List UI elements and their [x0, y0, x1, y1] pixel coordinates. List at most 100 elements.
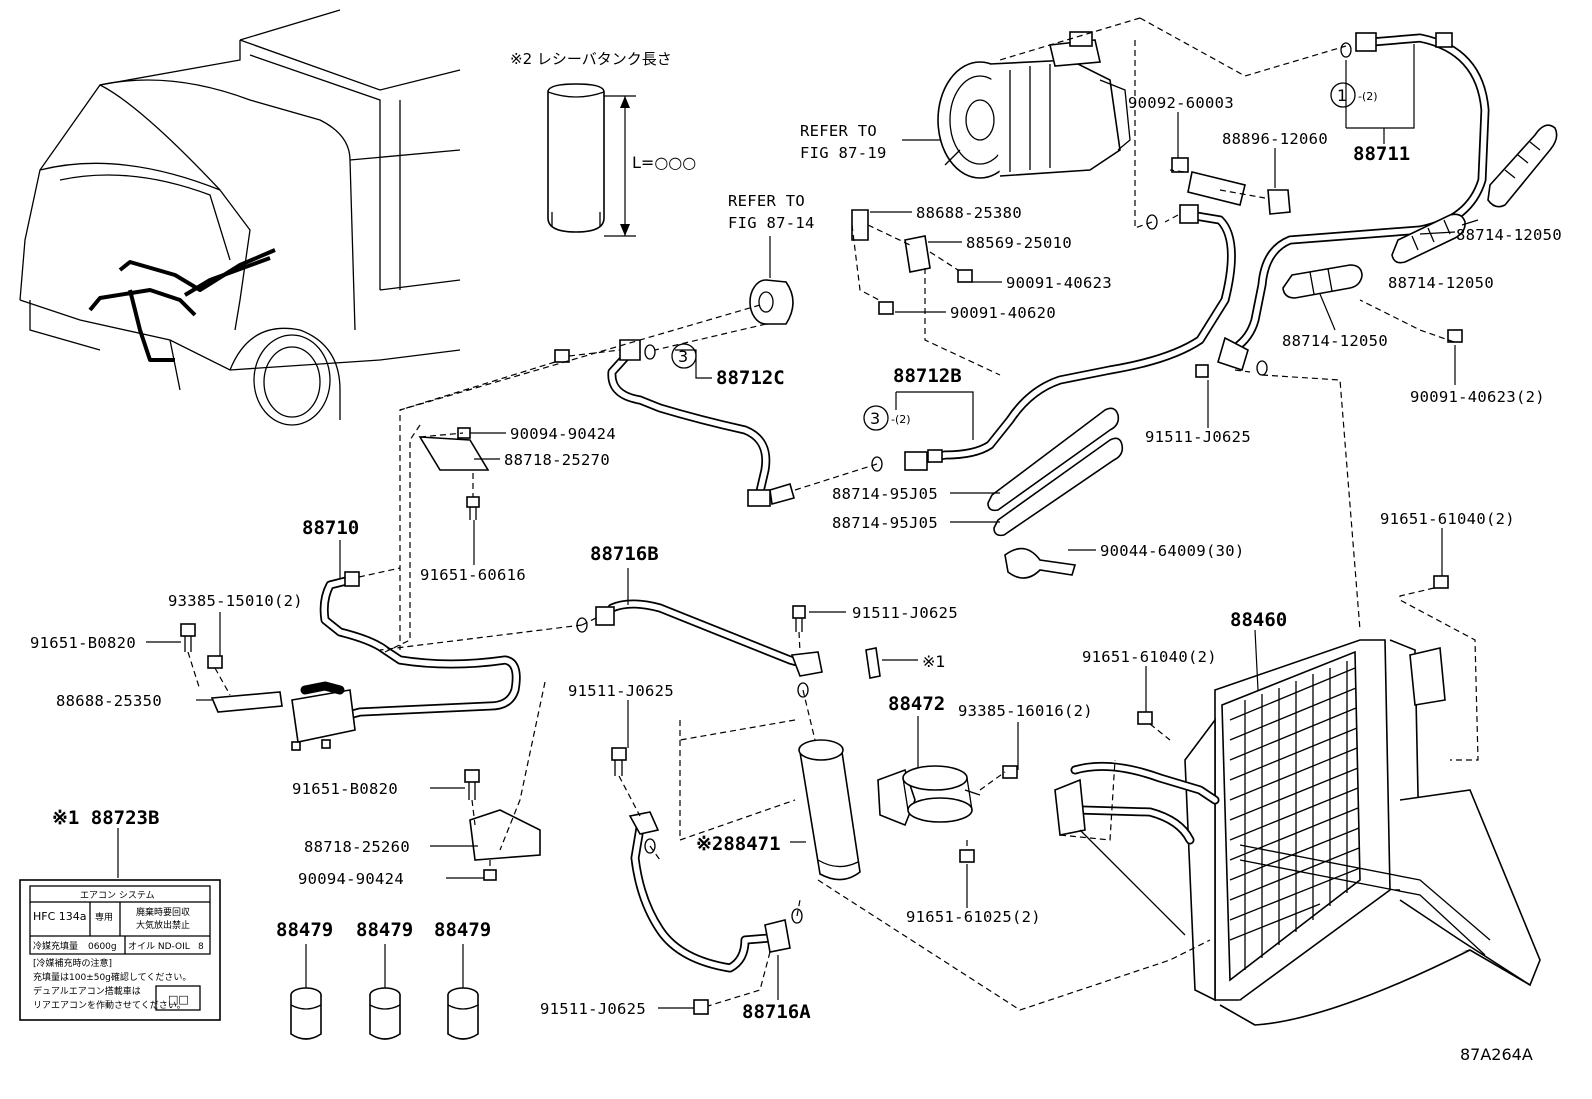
bracket-88688-25350 [210, 691, 283, 713]
bolt-91651-60616 [466, 496, 480, 520]
caution-oil-value: 8 [198, 942, 204, 952]
circle-mark-3a-text: 3 [678, 347, 688, 366]
caps-88479 [290, 944, 479, 1040]
label-90091-40620: 90091-40620 [950, 304, 1056, 322]
caution-charge-value: 0600g [88, 942, 117, 952]
refer-compressor-line1: REFER TO [800, 122, 877, 140]
label-91651-61025-2: 91651-61025(2) [906, 908, 1041, 926]
sleeve-88714-95J05-b [993, 437, 1124, 537]
label-90092-60003: 90092-60003 [1128, 94, 1234, 112]
bolt-91511-a [1195, 364, 1209, 378]
figure-code: 87A264A [1460, 1045, 1533, 1064]
bolt-91511-d [693, 999, 709, 1015]
label-91651-61040-2-a: 91651-61040(2) [1082, 648, 1217, 666]
caution-disposal-1: 廃棄時要回収 [136, 906, 190, 918]
pipe-88710 [291, 571, 521, 751]
receiver-note-title: ※2 レシーバタンク長さ [510, 50, 672, 68]
tie-90044 [1004, 547, 1077, 579]
label-90091-40623-2: 90091-40623(2) [1410, 388, 1545, 406]
caution-refrigerant: HFC 134a [33, 910, 87, 923]
sleeve-88714-95J05-a [987, 407, 1120, 512]
label-88688-25380: 88688-25380 [916, 204, 1022, 222]
bolt-91651-B0820-a [180, 623, 196, 652]
label-88569-25010: 88569-25010 [966, 234, 1072, 252]
label-90091-40623: 90091-40623 [1006, 274, 1112, 292]
label-88714-12050-c: 88714-12050 [1282, 332, 1388, 350]
bolt-91511-b [792, 605, 806, 632]
label-93385-16016-2: 93385-16016(2) [958, 702, 1093, 720]
cap-88479-c [447, 944, 479, 1040]
label-88723B-sticker [865, 647, 881, 679]
caution-note-title: [冷媒補充時の注意] [33, 957, 112, 969]
label-88472: 88472 [888, 693, 945, 715]
truck-cab-illustration [19, 9, 461, 426]
bolt-88712C [554, 349, 570, 363]
label-88711: 88711 [1353, 143, 1410, 165]
hose-88712C [607, 339, 795, 507]
label-91511-J0625-b: 91511-J0625 [852, 604, 958, 622]
bolt-90091-40623-2 [1447, 329, 1463, 343]
circle-mark-1-qty: -(2) [1358, 90, 1378, 103]
caution-box: □□ [168, 993, 189, 1006]
circle-marks: 1 -(2) 3 3 -(2) [671, 82, 1378, 431]
condenser-88460 [1184, 639, 1541, 1026]
bracket-88472 [877, 765, 981, 827]
label-88714-12050-b: 88714-12050 [1388, 274, 1494, 292]
label-88896-12060: 88896-12060 [1222, 130, 1328, 148]
bolt-93385-15010 [207, 655, 223, 669]
caution-dedicated: 専用 [95, 911, 113, 923]
circle-mark-1 [1330, 82, 1356, 108]
bracket-88688-25380 [851, 209, 869, 241]
circle-mark-1-text: 1 [1337, 86, 1347, 105]
label-88714-12050-a: 88714-12050 [1456, 226, 1562, 244]
part-labels: 88711 88896-12060 90092-60003 88714-1205… [30, 94, 1562, 1023]
bolt-91511-c [611, 747, 627, 776]
label-88712C: 88712C [716, 367, 785, 389]
bolt-90094-b [483, 869, 497, 881]
label-91651-B0820-a: 91651-B0820 [30, 634, 136, 652]
hose-protectors [1282, 124, 1558, 299]
label-88718-25270: 88718-25270 [504, 451, 610, 469]
label-88471: ※288471 [696, 833, 781, 855]
receiver-length-label: L=○○○ [632, 153, 696, 172]
receiver-88471 [798, 739, 861, 881]
label-91651-B0820-b: 91651-B0820 [292, 780, 398, 798]
plug-90092 [1171, 157, 1189, 173]
bolt-90091-40620 [878, 301, 894, 315]
bolt-91651-61040-b [1433, 575, 1449, 589]
caution-disposal-2: 大気放出禁止 [136, 919, 190, 931]
hose-88711 [1217, 32, 1490, 372]
magnetic-clutch [749, 279, 794, 325]
label-88716B: 88716B [590, 543, 659, 565]
bolt-91651-B0820-b [464, 769, 480, 800]
label-88479-b: 88479 [356, 919, 413, 941]
label-88688-25350: 88688-25350 [56, 692, 162, 710]
dashed-assembly-lines [187, 17, 1479, 1011]
label-91511-J0625-d: 91511-J0625 [540, 1000, 646, 1018]
refer-compressor-line2: FIG 87-19 [800, 144, 887, 162]
clamp-88718-25260 [469, 809, 541, 861]
caution-header: エアコン システム [80, 890, 155, 901]
pipe-88716A [628, 811, 791, 973]
caution-oil: オイル ND-OIL [128, 941, 190, 952]
bolt-90094-a [457, 427, 471, 439]
label-88714-95J05-a: 88714-95J05 [832, 485, 938, 503]
label-90044-64009-30: 90044-64009(30) [1100, 542, 1244, 560]
truck-ac-piping-highlight [88, 248, 276, 362]
cap-88479-b [369, 944, 401, 1040]
label-91651-60616: 91651-60616 [420, 566, 526, 584]
small-fasteners [180, 42, 1463, 1015]
label-90094-90424-b: 90094-90424 [298, 870, 404, 888]
label-91511-J0625-a: 91511-J0625 [1145, 428, 1251, 446]
label-88718-25260: 88718-25260 [304, 838, 410, 856]
bolt-93385-16016 [1002, 765, 1018, 779]
bolt-90091-40623 [957, 269, 973, 283]
label-93385-15010-2: 93385-15010(2) [168, 592, 303, 610]
label-91651-61040-2-b: 91651-61040(2) [1380, 510, 1515, 528]
hose-88712B [904, 204, 1236, 471]
label-88710: 88710 [302, 517, 359, 539]
compressor [937, 31, 1131, 179]
circle-mark-3b-text: 3 [870, 409, 880, 428]
clamp-88569 [904, 235, 931, 273]
